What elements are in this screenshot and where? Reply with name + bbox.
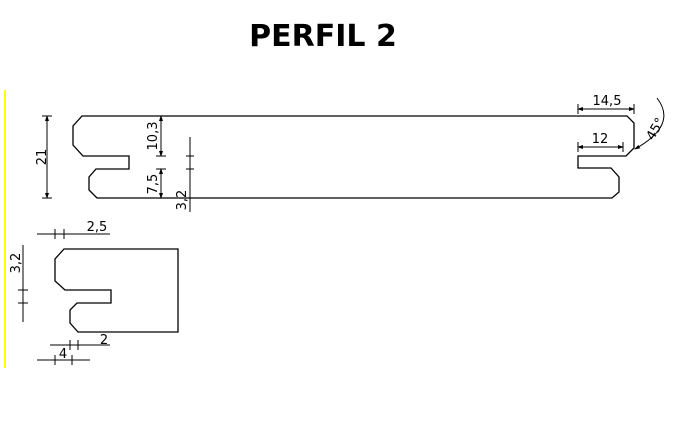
dim-lip-width: 4: [37, 347, 90, 365]
drawing-title: PERFIL 2: [249, 19, 397, 54]
dim-chamfer-width: 2,5: [37, 220, 110, 239]
dim-label: 2: [100, 333, 108, 348]
detail-profile-outline: [54, 248, 179, 333]
dim-label: 3,2: [175, 190, 190, 211]
main-profile-outline: [72, 115, 635, 199]
dim-total-height: 21: [35, 115, 52, 199]
detail-profile: 2,5 3,2 2 4: [9, 220, 179, 365]
dim-groove-height: 3,2: [175, 137, 194, 212]
dim-label: 21: [35, 149, 50, 166]
dim-tongue-outer: 14,5: [577, 94, 635, 114]
main-profile: 21 10,3 7,5 3,2 14,5 12: [35, 94, 668, 212]
dim-label: 45°: [644, 116, 669, 143]
dim-label: 12: [592, 132, 609, 147]
dim-groove-depth: 2: [50, 333, 110, 350]
dim-label: 14,5: [593, 94, 622, 109]
dim-detail-groove-height: 3,2: [9, 245, 28, 322]
dim-label: 3,2: [9, 253, 24, 274]
dim-lower-to-groove: 7,5: [146, 168, 166, 199]
dim-label: 10,3: [146, 122, 161, 151]
dim-label: 7,5: [146, 174, 161, 195]
dim-chamfer-angle: 45°: [634, 97, 669, 150]
dim-label: 4: [59, 347, 67, 362]
dim-label: 2,5: [87, 220, 108, 235]
dim-upper-to-groove: 10,3: [146, 115, 166, 157]
dim-tongue-inner: 12: [577, 132, 624, 152]
